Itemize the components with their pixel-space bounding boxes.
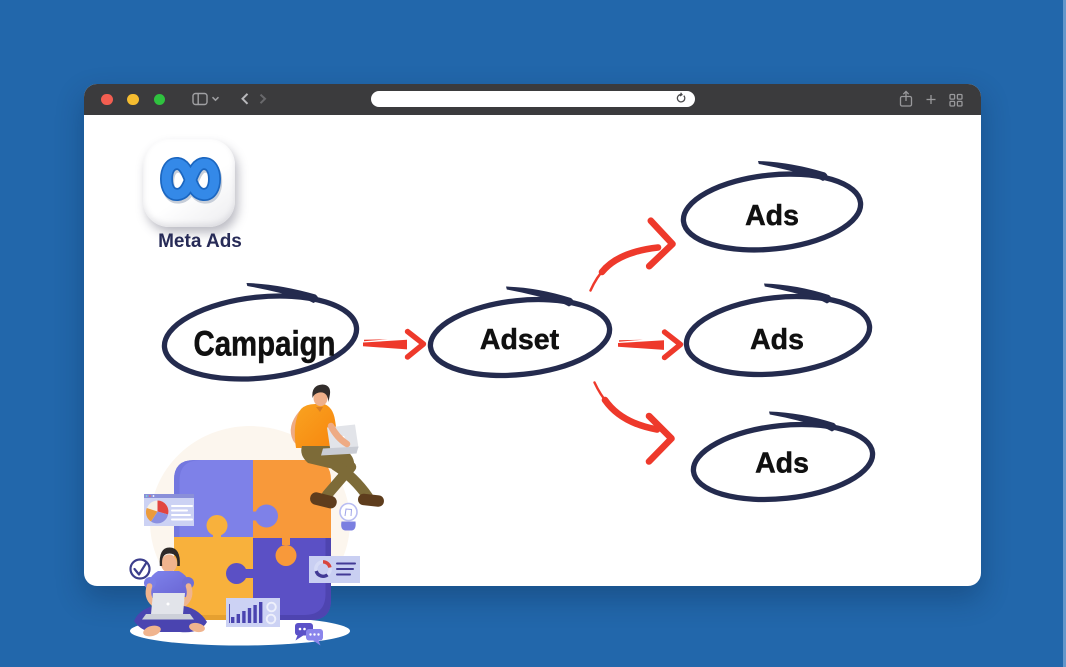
svg-text:Ads: Ads — [750, 324, 804, 356]
svg-text:Ads: Ads — [745, 200, 799, 232]
svg-text:Ads: Ads — [755, 448, 809, 480]
svg-text:Adset: Adset — [480, 324, 560, 356]
svg-text:Campaign: Campaign — [194, 325, 336, 364]
